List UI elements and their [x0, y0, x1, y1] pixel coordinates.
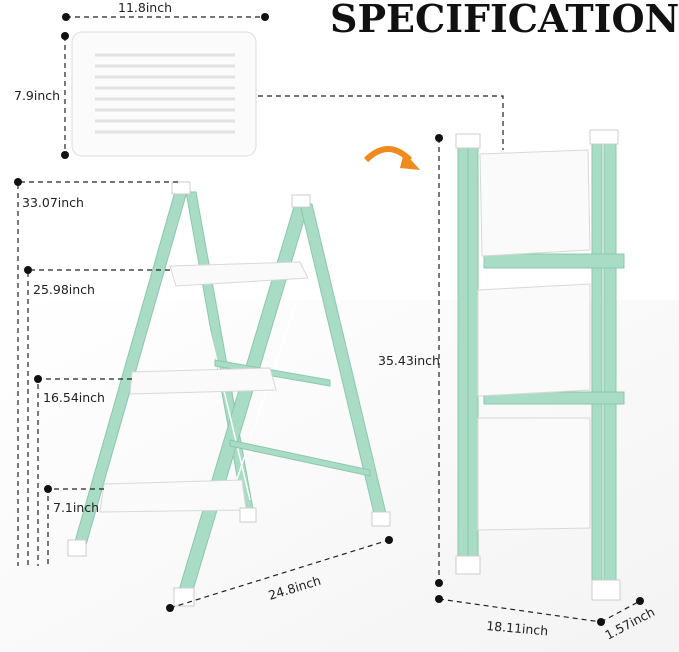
- step-panel-top-view: [71, 31, 257, 157]
- middle-step-height-label: 16.54inch: [43, 390, 105, 405]
- panel-width-label: 11.8inch: [118, 0, 172, 15]
- bottom-step-height-label: 7.1inch: [53, 500, 99, 515]
- panel-depth-label: 7.9inch: [14, 88, 60, 103]
- folded-width-label: 18.11inch: [486, 618, 549, 638]
- height-dimension-lines: [14, 178, 393, 612]
- folded-dimension-lines: [435, 134, 644, 626]
- folded-height-label: 35.43inch: [378, 353, 440, 368]
- top-step-height-label: 25.98inch: [33, 282, 95, 297]
- page-title: SPECIFICATION: [330, 0, 679, 41]
- fold-arrow-head-icon: [400, 152, 420, 170]
- panel-dimension-lines: [61, 13, 504, 159]
- folded-ladder: [455, 129, 625, 601]
- overall-height-label: 33.07inch: [22, 195, 84, 210]
- open-ladder: [67, 181, 391, 607]
